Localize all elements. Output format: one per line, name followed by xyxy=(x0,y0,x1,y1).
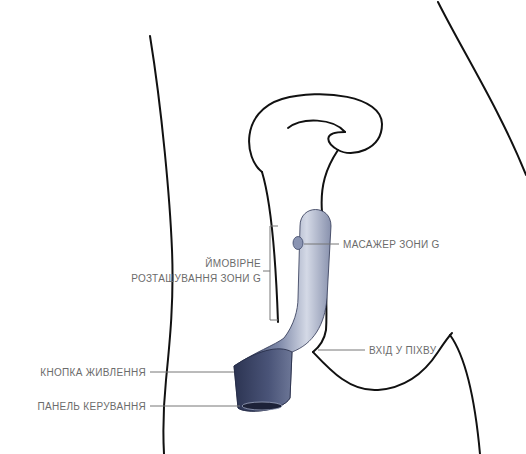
part-label: КНОПКА ЖИВЛЕННЯ xyxy=(40,365,146,380)
zone-label: ЙМОВІРНЕ РОЗТАШУВАННЯ ЗОНИ G xyxy=(125,256,261,286)
g-spot-nub xyxy=(293,237,303,250)
leader-line xyxy=(150,372,234,373)
g-spot-massager xyxy=(234,210,331,412)
bracket xyxy=(270,226,278,320)
belly-outline xyxy=(438,2,526,175)
uterus-inner xyxy=(288,121,345,132)
back-outline xyxy=(150,36,173,454)
vaginal-wall-left xyxy=(262,172,278,322)
leader-line xyxy=(318,350,365,351)
leader-line xyxy=(263,271,270,272)
control-panel xyxy=(242,402,282,410)
massager-shaft xyxy=(234,210,331,412)
thigh-outline xyxy=(450,335,480,454)
uterus-outline xyxy=(249,94,382,172)
part-label: ПАНЕЛЬ КЕРУВАННЯ xyxy=(38,399,146,414)
leader-line xyxy=(150,406,240,407)
leader-line xyxy=(304,244,339,245)
vulva-outline xyxy=(313,333,452,390)
part-label: МАСАЖЕР ЗОНИ G xyxy=(343,237,440,252)
part-label: ВХІД У ПІХВУ xyxy=(369,343,436,358)
massager-handle xyxy=(234,349,292,411)
